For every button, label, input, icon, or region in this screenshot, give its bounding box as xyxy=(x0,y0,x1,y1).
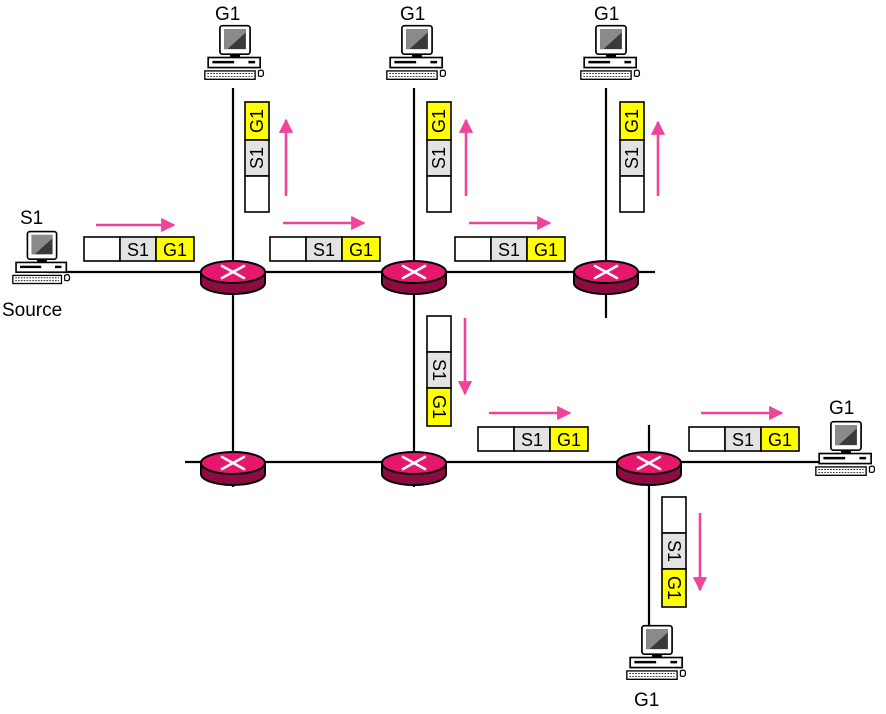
group-host-top-3: G1 xyxy=(579,4,641,81)
packet-source-field: S1 xyxy=(732,430,754,450)
group-host-top-2: G1 xyxy=(385,4,447,81)
group-host-top-1: G1 xyxy=(203,4,265,81)
packet-group-field: G1 xyxy=(622,109,642,133)
packet-group-field: G1 xyxy=(247,109,267,133)
packet-horizontal-1: S1 G1 xyxy=(83,236,195,262)
source-caption: Source xyxy=(2,300,62,321)
router-icon xyxy=(199,259,267,296)
router-icon xyxy=(572,259,640,296)
packet-source-field: S1 xyxy=(622,147,642,169)
packet-group-field: G1 xyxy=(664,576,684,600)
packet-horizontal-3: S1 G1 xyxy=(454,236,566,262)
packet-vertical-up-3: G1 S1 xyxy=(619,101,645,213)
computer-icon xyxy=(203,24,265,81)
packet-source-field: S1 xyxy=(429,147,449,169)
router-icon xyxy=(380,450,448,487)
packet-source-field: S1 xyxy=(664,540,684,562)
computer-icon xyxy=(385,24,447,81)
packet-group-field: G1 xyxy=(163,240,187,260)
packet-vertical-down-2: S1 G1 xyxy=(661,496,687,608)
packet-vertical-down-1: S1 G1 xyxy=(426,315,452,427)
group-label: G1 xyxy=(829,398,854,419)
direction-arrows xyxy=(96,118,784,592)
group-label: G1 xyxy=(594,4,619,25)
group-label: G1 xyxy=(400,4,425,25)
group-host-bottom: G1 xyxy=(625,624,687,711)
packet-source-field: S1 xyxy=(247,147,267,169)
computer-icon xyxy=(579,24,641,81)
source-host: S1 Source xyxy=(2,208,71,321)
router-icon xyxy=(199,450,267,487)
computer-icon xyxy=(625,624,687,681)
packet-vertical-up-1: G1 S1 xyxy=(244,101,270,213)
packet-source-field: S1 xyxy=(521,430,543,450)
group-label: G1 xyxy=(215,4,240,25)
group-host-right: G1 xyxy=(814,398,876,477)
packet-group-field: G1 xyxy=(768,430,792,450)
packet-group-field: G1 xyxy=(534,240,558,260)
computer-icon xyxy=(11,230,71,285)
router-icon xyxy=(615,450,683,487)
packet-source-field: S1 xyxy=(498,240,520,260)
router-icon xyxy=(380,259,448,296)
packet-horizontal-5: S1 G1 xyxy=(688,426,800,452)
group-label: G1 xyxy=(634,690,659,711)
packet-group-field: G1 xyxy=(557,430,581,450)
packet-vertical-up-2: G1 S1 xyxy=(426,101,452,213)
source-id-label: S1 xyxy=(20,208,43,229)
packet-group-field: G1 xyxy=(429,109,449,133)
packet-source-field: S1 xyxy=(429,359,449,381)
network-links xyxy=(48,88,820,628)
packet-horizontal-2: S1 G1 xyxy=(269,236,381,262)
packet-group-field: G1 xyxy=(429,395,449,419)
packet-horizontal-4: S1 G1 xyxy=(477,426,589,452)
computer-icon xyxy=(814,420,876,477)
packet-source-field: S1 xyxy=(127,240,149,260)
packet-source-field: S1 xyxy=(313,240,335,260)
packet-group-field: G1 xyxy=(349,240,373,260)
